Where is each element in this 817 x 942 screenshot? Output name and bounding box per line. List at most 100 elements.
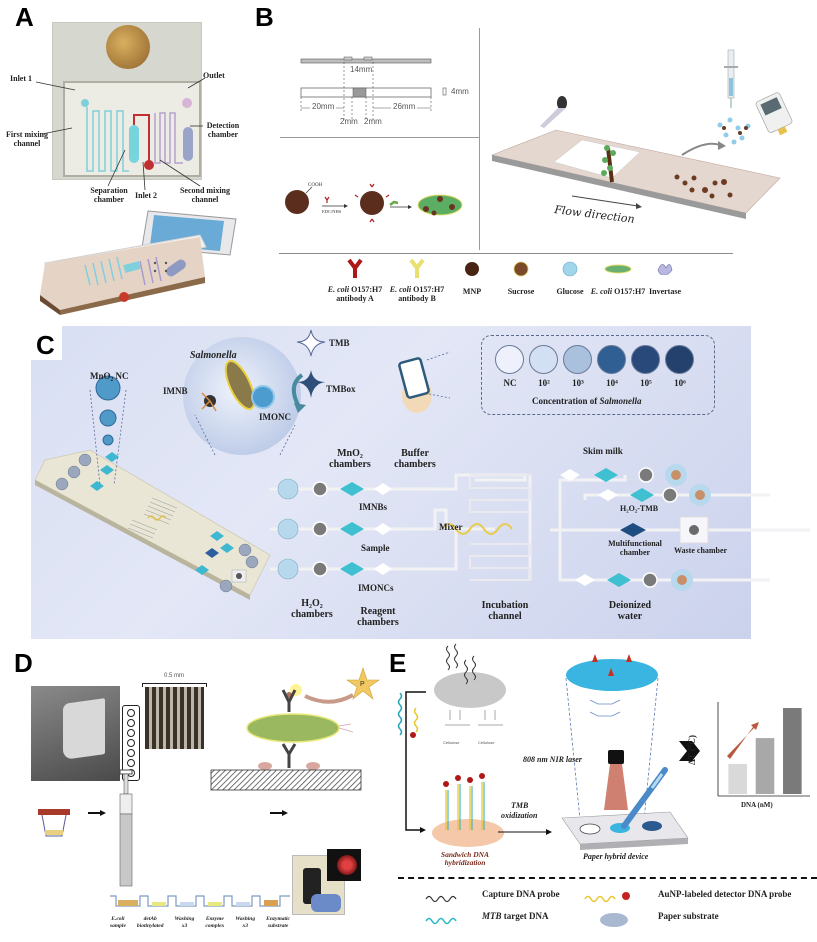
concentration-label: 10⁵ xyxy=(640,378,652,388)
microfluidic-chip xyxy=(63,81,201,177)
label-salmonella: Salmonella xyxy=(190,350,237,361)
concentration-title-prefix: Concentration of xyxy=(532,396,600,406)
panel-a-leader-lines xyxy=(35,77,206,191)
label-oxidization: oxidization xyxy=(501,811,538,820)
label-inlet-2: Inlet 2 xyxy=(135,191,157,200)
dim-4mm: 4mm xyxy=(451,87,469,96)
e-legend-icons xyxy=(425,892,630,927)
arrow-right-icon xyxy=(679,741,700,761)
dim-2mm-right: 2mm xyxy=(364,117,382,126)
label-tmbox: TMBox xyxy=(326,384,356,394)
lateral-flow-strip-illustration xyxy=(490,49,793,219)
label-imonc: IMONC xyxy=(259,412,291,422)
e-legend-divider xyxy=(398,877,817,879)
legend-capture-dna: Capture DNA probe xyxy=(482,889,560,899)
smartphone-hand-icon xyxy=(398,351,451,413)
label-tmb-e: TMB xyxy=(511,801,529,810)
label-waste-chamber: Waste chamber xyxy=(674,546,728,555)
cellulose-label: Cellulose xyxy=(478,740,495,745)
concentration-label: 10³ xyxy=(572,378,584,388)
italic-prefix: E. coli xyxy=(590,287,613,296)
concentration-swatch xyxy=(495,345,524,374)
label-mixer: Mixer xyxy=(439,522,463,532)
coin-image xyxy=(106,25,150,69)
concentration-swatch xyxy=(597,345,626,374)
label-first-mixing-channel: First mixing channel xyxy=(6,130,48,148)
italic-prefix: E. coli xyxy=(327,285,350,294)
legend-mnp: MNP xyxy=(452,260,492,296)
panel-c-letter-bg xyxy=(0,320,62,360)
label-imoncs: IMONCs xyxy=(358,583,394,593)
legend-text: Sucrose xyxy=(507,287,535,296)
label-imnbs: IMNBs xyxy=(359,502,388,512)
label-inlet-1: Inlet 1 xyxy=(10,74,32,83)
concentration-label: 10⁶ xyxy=(674,378,686,388)
panel-c-letter: C xyxy=(36,330,55,360)
legend-antibody-b: E. coli O157:H7 antibody B xyxy=(384,258,450,303)
legend-invertase: Invertase xyxy=(640,258,690,296)
legend-text: MNP xyxy=(462,287,482,296)
bacterium-icon xyxy=(604,264,632,274)
panel-c-background xyxy=(31,326,751,639)
label-mno2-nc: MnO₂ NC xyxy=(90,371,129,381)
right-outlet-rows xyxy=(560,464,770,591)
dim-26mm: 26mm xyxy=(391,102,418,112)
panel-b-divider-vertical xyxy=(479,28,480,250)
label-deionized-water: Deionized water xyxy=(608,600,652,622)
d-chip-photo xyxy=(31,686,120,781)
conjugation-scheme: COOH EDC/NHS xyxy=(285,183,463,223)
dim-20mm: 20mm xyxy=(310,102,337,112)
legend-target-dna-text: MTB target DNA xyxy=(482,911,549,921)
chart-x-label: DNA (nM) xyxy=(741,801,773,809)
chart-y-label: ΔT (°C) xyxy=(686,735,697,765)
chart-bar-medium xyxy=(755,738,775,794)
panel-e-letter: E xyxy=(389,648,407,678)
panel-a-3d-illustration xyxy=(40,210,237,315)
panel-c-chip-3d xyxy=(34,449,271,600)
panel-d-letter: D xyxy=(14,648,33,678)
star-icon xyxy=(346,667,380,700)
svg-text:EDC/NHS: EDC/NHS xyxy=(322,209,342,214)
label-sandwich-dna: Sandwich DNA hybridization xyxy=(440,850,490,868)
cellulose-label: Cellulose xyxy=(443,740,460,745)
concentration-swatch xyxy=(665,345,694,374)
legend-sucrose: Sucrose xyxy=(496,260,546,296)
salmonella-illustration xyxy=(194,360,306,456)
mno2-nanocluster-icons xyxy=(89,375,127,486)
label-mno2-chambers: MnO₂ chambers xyxy=(329,448,371,470)
label-h2o2-chambers: H₂O₂ chambers xyxy=(291,598,333,620)
d-channel-photo xyxy=(145,687,204,749)
legend-paper-substrate: Paper substrate xyxy=(658,911,719,921)
legend-antibody-a: E. coli O157:H7 antibody A xyxy=(322,258,388,303)
dim-14mm: 14mm xyxy=(350,65,373,74)
invertase-protein-icon xyxy=(657,264,673,275)
label-imnb: IMNB xyxy=(163,386,188,396)
sucrose-icon xyxy=(513,261,529,277)
chart-bar-low xyxy=(728,763,747,794)
concentration-swatch xyxy=(563,345,592,374)
panel-a-letter: A xyxy=(15,2,34,32)
chip-channels xyxy=(81,98,193,172)
label-reagent-chambers: Reagent chambers xyxy=(357,606,399,628)
label-sample: Sample xyxy=(361,543,390,553)
antibody-red-icon xyxy=(347,258,363,278)
concentration-title: Concentration of Salmonella xyxy=(532,396,642,407)
panel-b-divider-horizontal xyxy=(280,137,480,138)
concentration-label: 10⁴ xyxy=(606,378,618,388)
syringe-pump-icon xyxy=(119,769,133,887)
d-sandwich-assay-illustration: P xyxy=(210,667,380,791)
d-fluorescence-inset xyxy=(327,849,361,881)
trend-arrow xyxy=(727,722,759,759)
legend-glucose: Glucose xyxy=(545,260,595,296)
glucose-meter-icon xyxy=(755,92,793,136)
svg-text:COOH: COOH xyxy=(308,183,323,188)
label-incubation-channel: Incubation channel xyxy=(481,600,529,622)
legend-text: Invertase xyxy=(649,287,681,296)
thermometer-icon xyxy=(621,767,668,829)
